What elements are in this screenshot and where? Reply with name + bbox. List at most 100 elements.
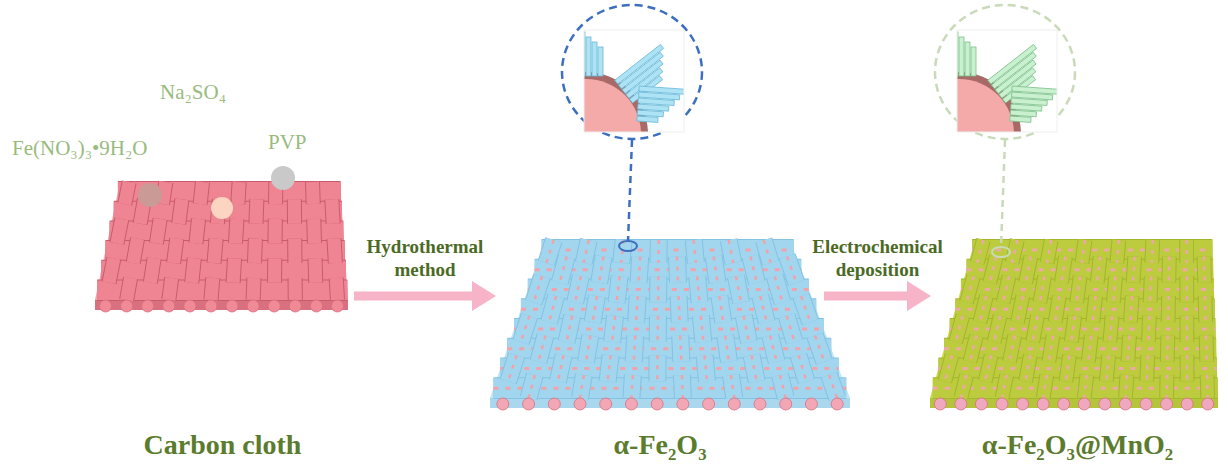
thread-core xyxy=(493,387,846,390)
thread xyxy=(1040,276,1045,302)
thread-core xyxy=(1043,375,1047,398)
thread-core xyxy=(1026,257,1031,283)
thread-core xyxy=(680,336,681,362)
thread xyxy=(780,375,786,398)
nanorod xyxy=(965,42,970,76)
thread-core xyxy=(560,257,567,283)
thread-core xyxy=(656,316,659,342)
thread xyxy=(238,182,239,204)
thread-core xyxy=(977,240,983,263)
thread-core xyxy=(980,296,987,322)
thread xyxy=(736,276,741,302)
thread xyxy=(1180,355,1195,381)
thread xyxy=(1043,375,1047,398)
thread xyxy=(961,375,967,398)
thread-core xyxy=(1204,296,1207,322)
thread xyxy=(1002,375,1007,398)
precursor-dot xyxy=(271,166,295,190)
thread xyxy=(169,278,172,300)
thread xyxy=(133,239,137,263)
thread-core xyxy=(760,296,767,322)
thread xyxy=(336,278,337,300)
thread xyxy=(1148,316,1149,342)
thread xyxy=(1161,336,1174,362)
thread xyxy=(649,276,667,302)
thread-core xyxy=(714,257,718,283)
thread xyxy=(649,316,667,342)
thread xyxy=(529,375,535,398)
thread-core xyxy=(1133,257,1135,283)
thread-core xyxy=(956,316,963,342)
thread xyxy=(248,199,264,223)
thread xyxy=(1133,257,1135,283)
nanorod xyxy=(1010,116,1031,122)
process-stage: α-Fe₂O₃@MnO₂ xyxy=(935,228,1220,465)
zoom-leader xyxy=(628,140,632,241)
thread-end xyxy=(548,398,560,410)
thread-end xyxy=(780,398,792,410)
thread-end xyxy=(805,398,817,410)
thread xyxy=(634,336,636,362)
thread xyxy=(1180,240,1193,263)
thread xyxy=(977,240,983,263)
thread xyxy=(799,355,807,381)
thread xyxy=(529,375,535,398)
thread xyxy=(719,296,723,322)
thread xyxy=(956,316,963,342)
thread-core xyxy=(1113,276,1115,302)
thread-core xyxy=(775,276,783,302)
thread-core xyxy=(801,296,810,322)
thread xyxy=(956,316,963,342)
thread xyxy=(1097,257,1100,283)
thread-core xyxy=(1166,336,1169,362)
thread xyxy=(1133,257,1135,283)
thread xyxy=(714,257,718,283)
thread xyxy=(719,296,723,322)
thread-core xyxy=(679,296,680,322)
thread-core xyxy=(705,355,707,381)
thread xyxy=(211,278,213,300)
thread-core xyxy=(1055,296,1059,322)
thread-end xyxy=(1119,398,1131,410)
thread-core xyxy=(677,257,678,283)
thread-end xyxy=(1181,398,1193,410)
thread xyxy=(289,278,302,300)
thread xyxy=(1088,336,1091,362)
process-stage: Carbon cloth xyxy=(95,175,350,465)
thread-core xyxy=(731,375,734,398)
thread xyxy=(1144,240,1160,263)
thread xyxy=(586,336,590,362)
stage-label: α-Fe₂O₃@MnO₂ xyxy=(935,429,1220,461)
thread xyxy=(267,219,282,243)
thread-core xyxy=(681,375,684,398)
thread xyxy=(546,240,553,263)
thread xyxy=(306,219,322,243)
thread-core xyxy=(955,308,1214,311)
thread xyxy=(558,355,564,381)
thread-core xyxy=(752,355,757,381)
thread-end xyxy=(703,398,715,410)
thread-end xyxy=(1037,398,1049,410)
thread-core xyxy=(736,276,741,302)
zoom-leader xyxy=(1001,140,1005,247)
thread-end xyxy=(600,398,612,410)
thread xyxy=(117,219,122,243)
thread xyxy=(1047,240,1051,263)
thread xyxy=(1009,336,1014,362)
thread-core xyxy=(657,240,660,263)
thread xyxy=(1147,355,1148,381)
thread xyxy=(584,240,589,263)
thread xyxy=(584,240,589,263)
thread xyxy=(1110,316,1112,342)
thread-core xyxy=(990,257,997,283)
thread xyxy=(336,278,337,300)
thread xyxy=(332,199,333,223)
thread-core xyxy=(558,355,564,381)
precursor-dot xyxy=(138,183,162,207)
thread xyxy=(560,257,567,283)
thread-core xyxy=(994,316,1000,342)
thread xyxy=(267,258,282,282)
thread xyxy=(1125,375,1127,398)
thread xyxy=(1145,240,1159,263)
thread-core xyxy=(1017,296,1022,322)
